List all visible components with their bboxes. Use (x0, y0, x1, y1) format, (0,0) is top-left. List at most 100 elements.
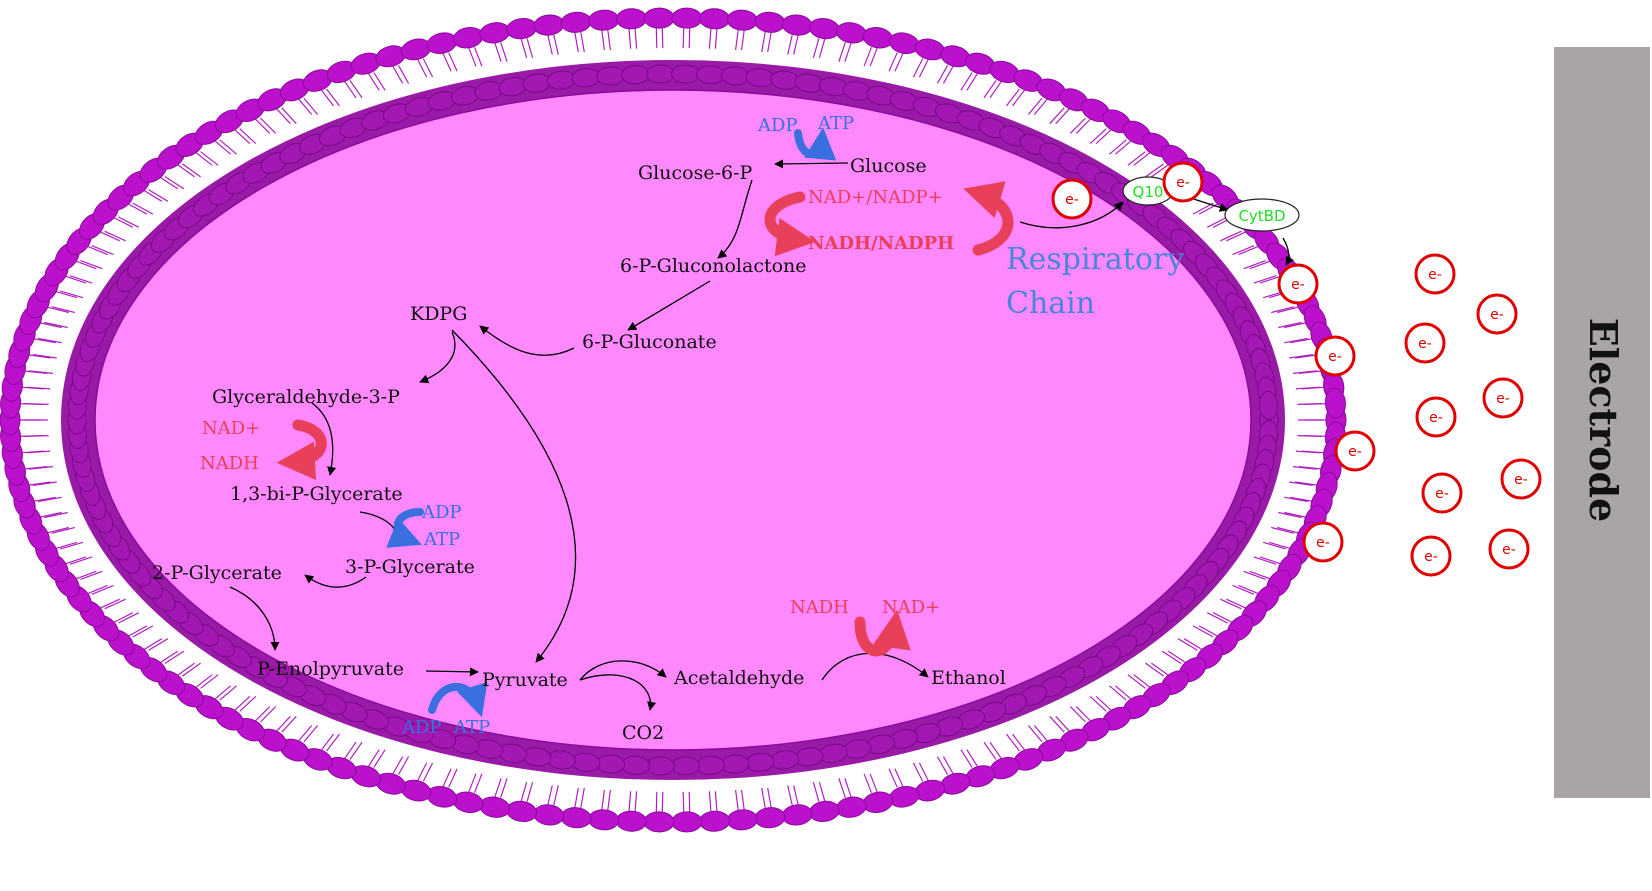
nad-arrow-resp (963, 181, 1014, 256)
nad-arrow-ethanol (854, 609, 911, 657)
lipid-tail (367, 72, 380, 91)
svg-text:e-: e- (1176, 175, 1190, 191)
electron: e- (1051, 178, 1093, 220)
lipid-tail (1292, 370, 1317, 374)
svg-text:e-: e- (1514, 472, 1528, 488)
lipid-tail (1292, 466, 1317, 470)
lipid-tail (442, 52, 452, 72)
lipid-tail (26, 450, 51, 454)
lipid-tail (500, 42, 508, 62)
electron: e- (1314, 335, 1356, 377)
lipid-head (506, 800, 538, 823)
lipid-head (452, 791, 484, 814)
lipid-tail (473, 773, 483, 794)
lipid-tail (1206, 216, 1228, 228)
respiratory-chain-line1: Respiratory (1006, 242, 1184, 277)
lipid-tail (607, 789, 611, 810)
lipid-tail (912, 762, 924, 782)
lipid-head (726, 9, 758, 31)
lipid-tail (422, 58, 434, 78)
lipid-tail (126, 625, 148, 638)
lipid-head (452, 26, 484, 49)
lipid-tail (1249, 260, 1272, 270)
lipid-head (781, 804, 813, 826)
lipid-head (479, 796, 511, 818)
lipid-tail (960, 749, 973, 768)
lipid-tail (1027, 97, 1043, 115)
label-acetaldehyde: Acetaldehyde (673, 667, 804, 689)
arrow-cytbd-out (1282, 237, 1295, 266)
lipid-tail (176, 163, 195, 178)
lipid-tail (838, 778, 846, 798)
lipid-tail (85, 245, 108, 256)
lipid-tail (91, 245, 114, 256)
lipid-head (808, 17, 840, 40)
lipid-tail (1183, 638, 1204, 651)
cytbd-label: CytBD (1238, 207, 1285, 225)
label-atp-top: ATP (817, 113, 854, 134)
lipid-tail (1277, 526, 1301, 534)
atp-arrow-pep (428, 681, 488, 718)
lipid-tail (416, 762, 428, 782)
lipid-tail (349, 80, 363, 99)
lipid-tail (888, 52, 898, 72)
arrow-nadh-resp (1019, 201, 1124, 229)
lipid-tail (708, 791, 712, 812)
electron: e- (1482, 377, 1524, 419)
lipid-head (835, 796, 867, 818)
lipid-tail (1151, 662, 1170, 677)
label-glucose: Glucose (850, 155, 927, 177)
lipid-head (726, 809, 758, 831)
lipid-tail (1232, 245, 1255, 256)
electron: e- (1488, 528, 1530, 570)
arrow-3pg-2pg (304, 574, 367, 588)
lipid-head (560, 11, 592, 33)
lipid-head (862, 791, 894, 814)
lipid-tail (661, 28, 664, 49)
lipid-head (588, 9, 620, 31)
nad-arrow-g3p (276, 419, 327, 480)
lipid-tail (1290, 337, 1314, 344)
lipid-tail (1095, 128, 1113, 145)
lipid-tail (844, 778, 852, 798)
lipid-tail (44, 321, 68, 329)
lipid-tail (574, 32, 579, 53)
lipid-tail (74, 570, 97, 580)
lipid-tail (422, 762, 434, 782)
label-gluconolactone: 6-P-Gluconolactone (620, 255, 807, 277)
lipid-head (1324, 387, 1346, 419)
lipid-tail (45, 526, 69, 534)
lipid-tail (1238, 245, 1261, 256)
svg-text:e-: e- (1418, 336, 1432, 352)
lipid-tail (182, 662, 201, 677)
lipid-tail (69, 275, 93, 284)
lipid-tail (373, 749, 386, 768)
lipid-tail (1109, 685, 1127, 701)
lipid-tail (735, 30, 739, 51)
lipid-tail (182, 163, 201, 178)
lipid-tail (1075, 706, 1093, 723)
svg-text:e-: e- (1291, 277, 1305, 293)
lipid-tail (275, 107, 291, 125)
lipid-tail (38, 496, 62, 503)
lipid-tail (1089, 128, 1107, 145)
lipid-tail (628, 791, 632, 812)
lipid-tail (320, 733, 334, 752)
label-co2: CO2 (622, 722, 664, 744)
lipid-tail (281, 715, 297, 733)
lipid-tail (580, 32, 585, 53)
lipid-head (646, 64, 675, 84)
lipid-tail (367, 749, 380, 768)
lipid-tail (960, 72, 973, 91)
lipid-tail (473, 46, 483, 67)
lipid-tail (767, 787, 772, 808)
lipid-tails (18, 28, 1328, 812)
lipid-tail (1238, 584, 1261, 595)
lipid-tail (297, 725, 313, 743)
lipid-head (426, 786, 458, 808)
lipid-tail (1192, 625, 1214, 638)
lipid-tail (104, 598, 126, 610)
lipid-tail (397, 756, 410, 775)
lipid-tail (1192, 202, 1214, 215)
lipid-tail (126, 202, 148, 215)
